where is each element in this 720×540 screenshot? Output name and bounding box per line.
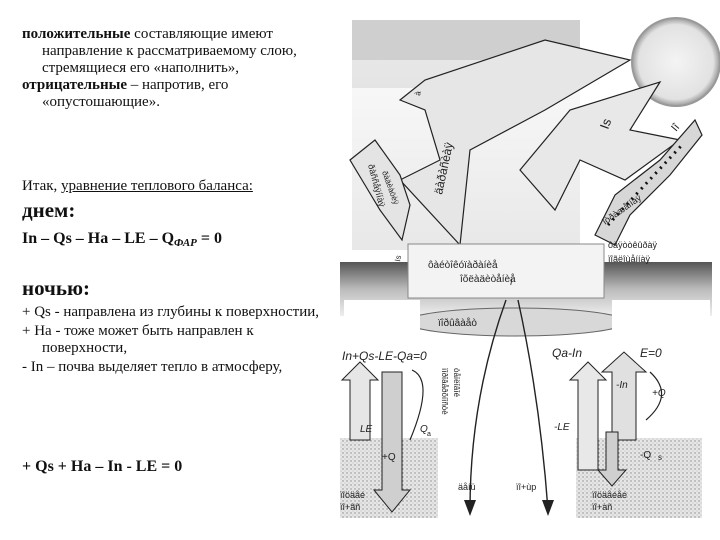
left-up-arrow <box>340 361 380 441</box>
right-down-arrow <box>596 431 628 487</box>
center-curve-left-head <box>464 500 476 516</box>
label-is-small: Is <box>393 255 403 263</box>
term-positive: положительные <box>22 26 131 42</box>
balance-intro: Итак, <box>22 178 62 194</box>
night-item-qs: + Qs - направлена из глубины к поверхнос… <box>22 304 320 320</box>
night-heading: ночью: <box>22 276 91 300</box>
center-curve-right-head <box>542 500 554 516</box>
label-l-small: I <box>510 277 513 287</box>
night-list: + Qs - направлена из глубины к поверхнос… <box>22 304 340 376</box>
night-item-ha: + Ha - тоже может быть направлен к повер… <box>22 323 254 356</box>
term-negative: отрицательные <box>22 77 127 93</box>
heat-balance-diagram: à äàðàñèàÿ Is Iî ðàññåÿííàÿ ðàäèàöèÿ îòð… <box>340 17 720 518</box>
label-day-eq: In+Qs-LE-Qa=0 <box>342 349 427 363</box>
text-column: положительные составляющие имеют направл… <box>22 26 340 111</box>
label-bottom-mid-right: ïî+ùp <box>516 482 536 492</box>
day-equation: In – Qs – Ha – LE – QФАР = 0 <box>22 230 222 249</box>
right-big-up-arrow <box>600 351 648 441</box>
label-q-left: Q <box>420 424 428 435</box>
label-surface-top1: ôàéòîêóïàðàíèå <box>428 259 498 271</box>
balance-title: уравнение теплового баланса: <box>61 178 253 194</box>
night-equation: + Qs + Ha – In - LE = 0 <box>22 458 183 475</box>
left-down-arrow <box>372 371 412 513</box>
label-bottom-left2: ïî+ãñ <box>340 502 360 512</box>
label-arrow-a: à <box>413 90 423 96</box>
day-eq-end: = 0 <box>196 230 223 247</box>
paragraph-positive: положительные составляющие имеют направл… <box>22 26 340 77</box>
label-q-a: a <box>427 431 431 438</box>
label-plus-q: +Q <box>382 452 396 463</box>
label-bottom-left1: ïîöäåé <box>340 490 365 500</box>
left-block <box>344 300 420 350</box>
scattered-left-arrow <box>349 139 411 242</box>
label-night-eq-left: Qa-In <box>552 346 582 360</box>
label-plus-q-right: +Q <box>652 388 666 399</box>
label-minus-q: -Q <box>640 450 651 461</box>
day-heading: днем: <box>22 198 76 222</box>
label-bottom-right2: ïî+àñ <box>592 502 612 512</box>
balance-line: Итак, уравнение теплового баланса: <box>22 178 342 195</box>
label-surface-top2: îõëàäèòåíèå <box>459 273 516 285</box>
right-up-arrow <box>568 361 608 471</box>
center-curve-left <box>469 299 507 511</box>
day-eq-sub: ФАР <box>174 237 197 249</box>
reflected-arrow-dots <box>606 143 684 227</box>
surface-plate <box>407 243 605 299</box>
day-eq-main: In – Qs – Ha – LE – Q <box>22 230 175 247</box>
center-curve-right <box>517 299 549 511</box>
direct-radiation-arrow <box>398 39 632 247</box>
label-right-top2: ïîãëîùåííàÿ <box>608 254 651 264</box>
label-night-eq-right: E=0 <box>640 346 662 360</box>
label-le-right: -LE <box>554 422 570 433</box>
paragraph-negative: отрицательные – напротив, его «опустошаю… <box>22 77 340 111</box>
negative-desc: – напротив, его «опустошающие». <box>42 77 229 110</box>
label-right-top1: ôàÿòòêûðàÿ <box>608 240 658 250</box>
positive-desc: составляющие имеют направление к рассмат… <box>42 26 297 76</box>
label-band-lower: ïîðûâàåò <box>438 317 477 329</box>
right-block <box>612 300 710 350</box>
left-curve-arrow <box>409 369 424 441</box>
label-bottom-right1: ïîöäåéåé <box>592 490 627 500</box>
label-le-left: LE <box>360 424 373 435</box>
label-bottom-mid-left: äåíü <box>458 482 476 492</box>
label-in-right: -In <box>616 380 628 391</box>
label-q-s: s <box>658 453 662 462</box>
label-vertical-2: òåïëîâîé <box>452 368 461 397</box>
night-item-in: - In – почва выделяет тепло в атмосферу, <box>22 359 283 375</box>
label-vertical-1: ïîðîâåðõíîñòè <box>440 368 449 415</box>
label-ii: Iî <box>669 121 683 134</box>
right-curve-arrow <box>645 371 663 421</box>
